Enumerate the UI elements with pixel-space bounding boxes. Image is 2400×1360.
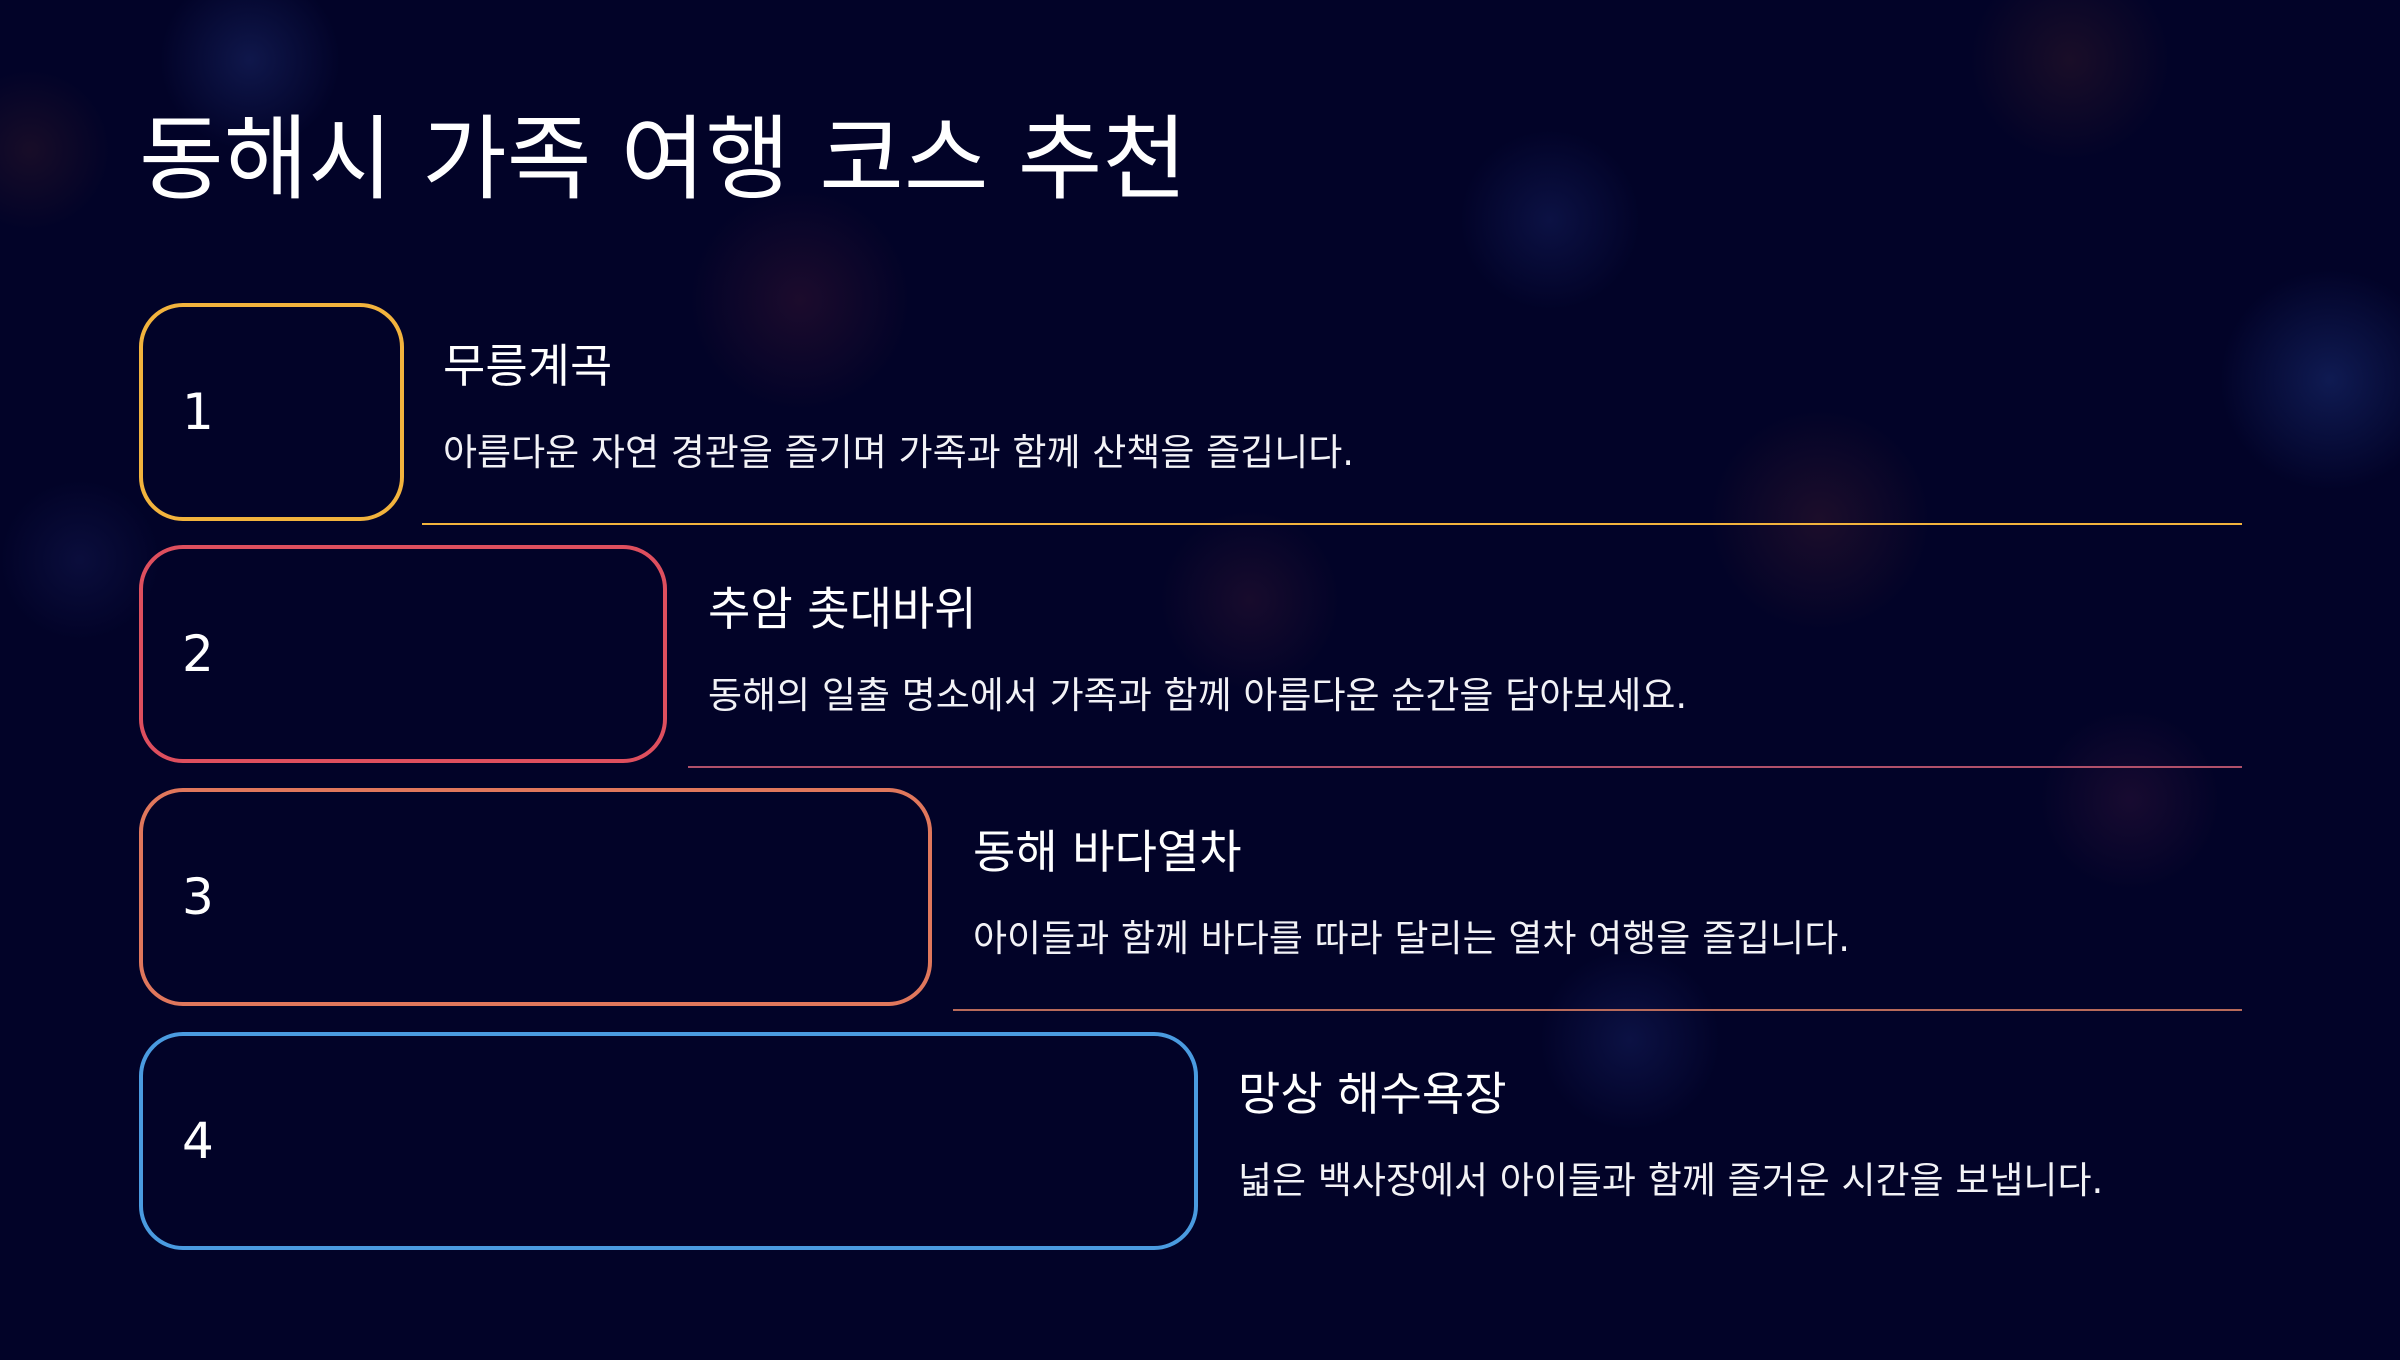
step-number-3: 3 [182, 868, 214, 926]
step-box-3: 3 [139, 788, 932, 1006]
step-box-2: 2 [139, 545, 667, 763]
step-box-1: 1 [139, 303, 404, 521]
step-number-2: 2 [182, 625, 214, 683]
step-box-4: 4 [139, 1032, 1198, 1250]
step-title-4: 망상 해수욕장 [1238, 1067, 1507, 1121]
step-divider-3 [953, 1009, 2242, 1011]
step-description-4: 넓은 백사장에서 아이들과 함께 즐거운 시간을 보냅니다. [1238, 1159, 2104, 1202]
step-title-2: 추암 촛대바위 [708, 582, 977, 636]
step-divider-1 [422, 523, 2242, 525]
step-title-3: 동해 바다열차 [973, 825, 1242, 879]
slide-title: 동해시 가족 여행 코스 추천 [139, 106, 1188, 213]
step-divider-2 [688, 766, 2242, 768]
step-number-1: 1 [182, 383, 214, 441]
step-description-2: 동해의 일출 명소에서 가족과 함께 아름다운 순간을 담아보세요. [708, 674, 1688, 717]
step-number-4: 4 [182, 1112, 214, 1170]
step-title-1: 무릉계곡 [443, 339, 613, 393]
step-description-1: 아름다운 자연 경관을 즐기며 가족과 함께 산책을 즐깁니다. [443, 431, 1355, 474]
step-description-3: 아이들과 함께 바다를 따라 달리는 열차 여행을 즐깁니다. [973, 917, 1851, 960]
